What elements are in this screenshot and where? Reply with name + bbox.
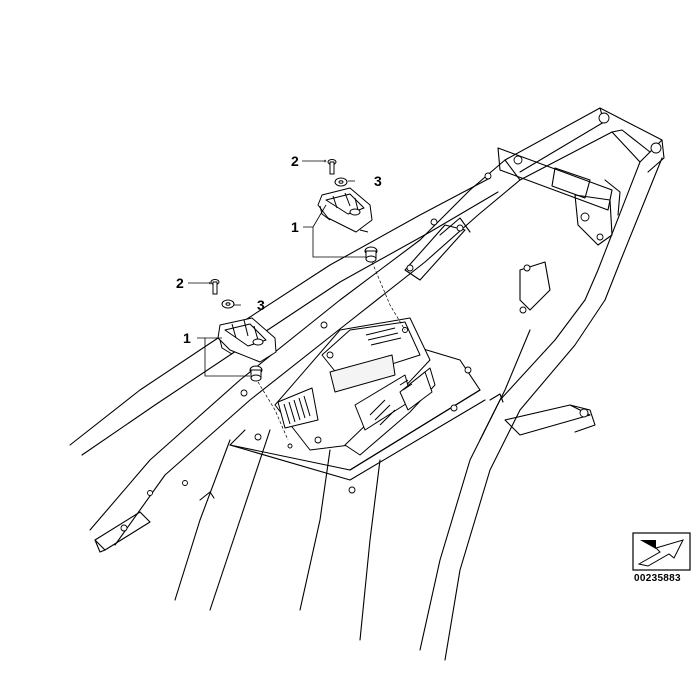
frame-holes: [120, 112, 662, 532]
callout-lower-3: 3: [257, 297, 265, 313]
upper-washer: [334, 177, 348, 187]
callout-upper-1: 1: [291, 219, 299, 235]
callout-lower-2: 2: [176, 275, 184, 291]
document-number: 00235883: [634, 573, 681, 584]
lower-bolt: [210, 279, 220, 295]
lower-holder-bracket: [217, 317, 277, 363]
callout-upper-3: 3: [374, 173, 382, 189]
leader-dots: [208, 159, 327, 285]
leader-lines: [188, 160, 366, 377]
callout-upper-2: 2: [291, 153, 299, 169]
upper-bolt: [327, 159, 337, 175]
lower-washer: [221, 299, 235, 309]
lower-rubber-mount: [249, 365, 263, 382]
rear-subframe: [69, 107, 665, 661]
arrow-direction-icon: [632, 532, 691, 571]
upper-holder-bracket: [317, 187, 373, 233]
assembly-lines: [257, 261, 406, 441]
upper-rubber-mount: [364, 246, 378, 263]
callout-lower-1: 1: [183, 330, 191, 346]
control-unit: [274, 317, 436, 456]
